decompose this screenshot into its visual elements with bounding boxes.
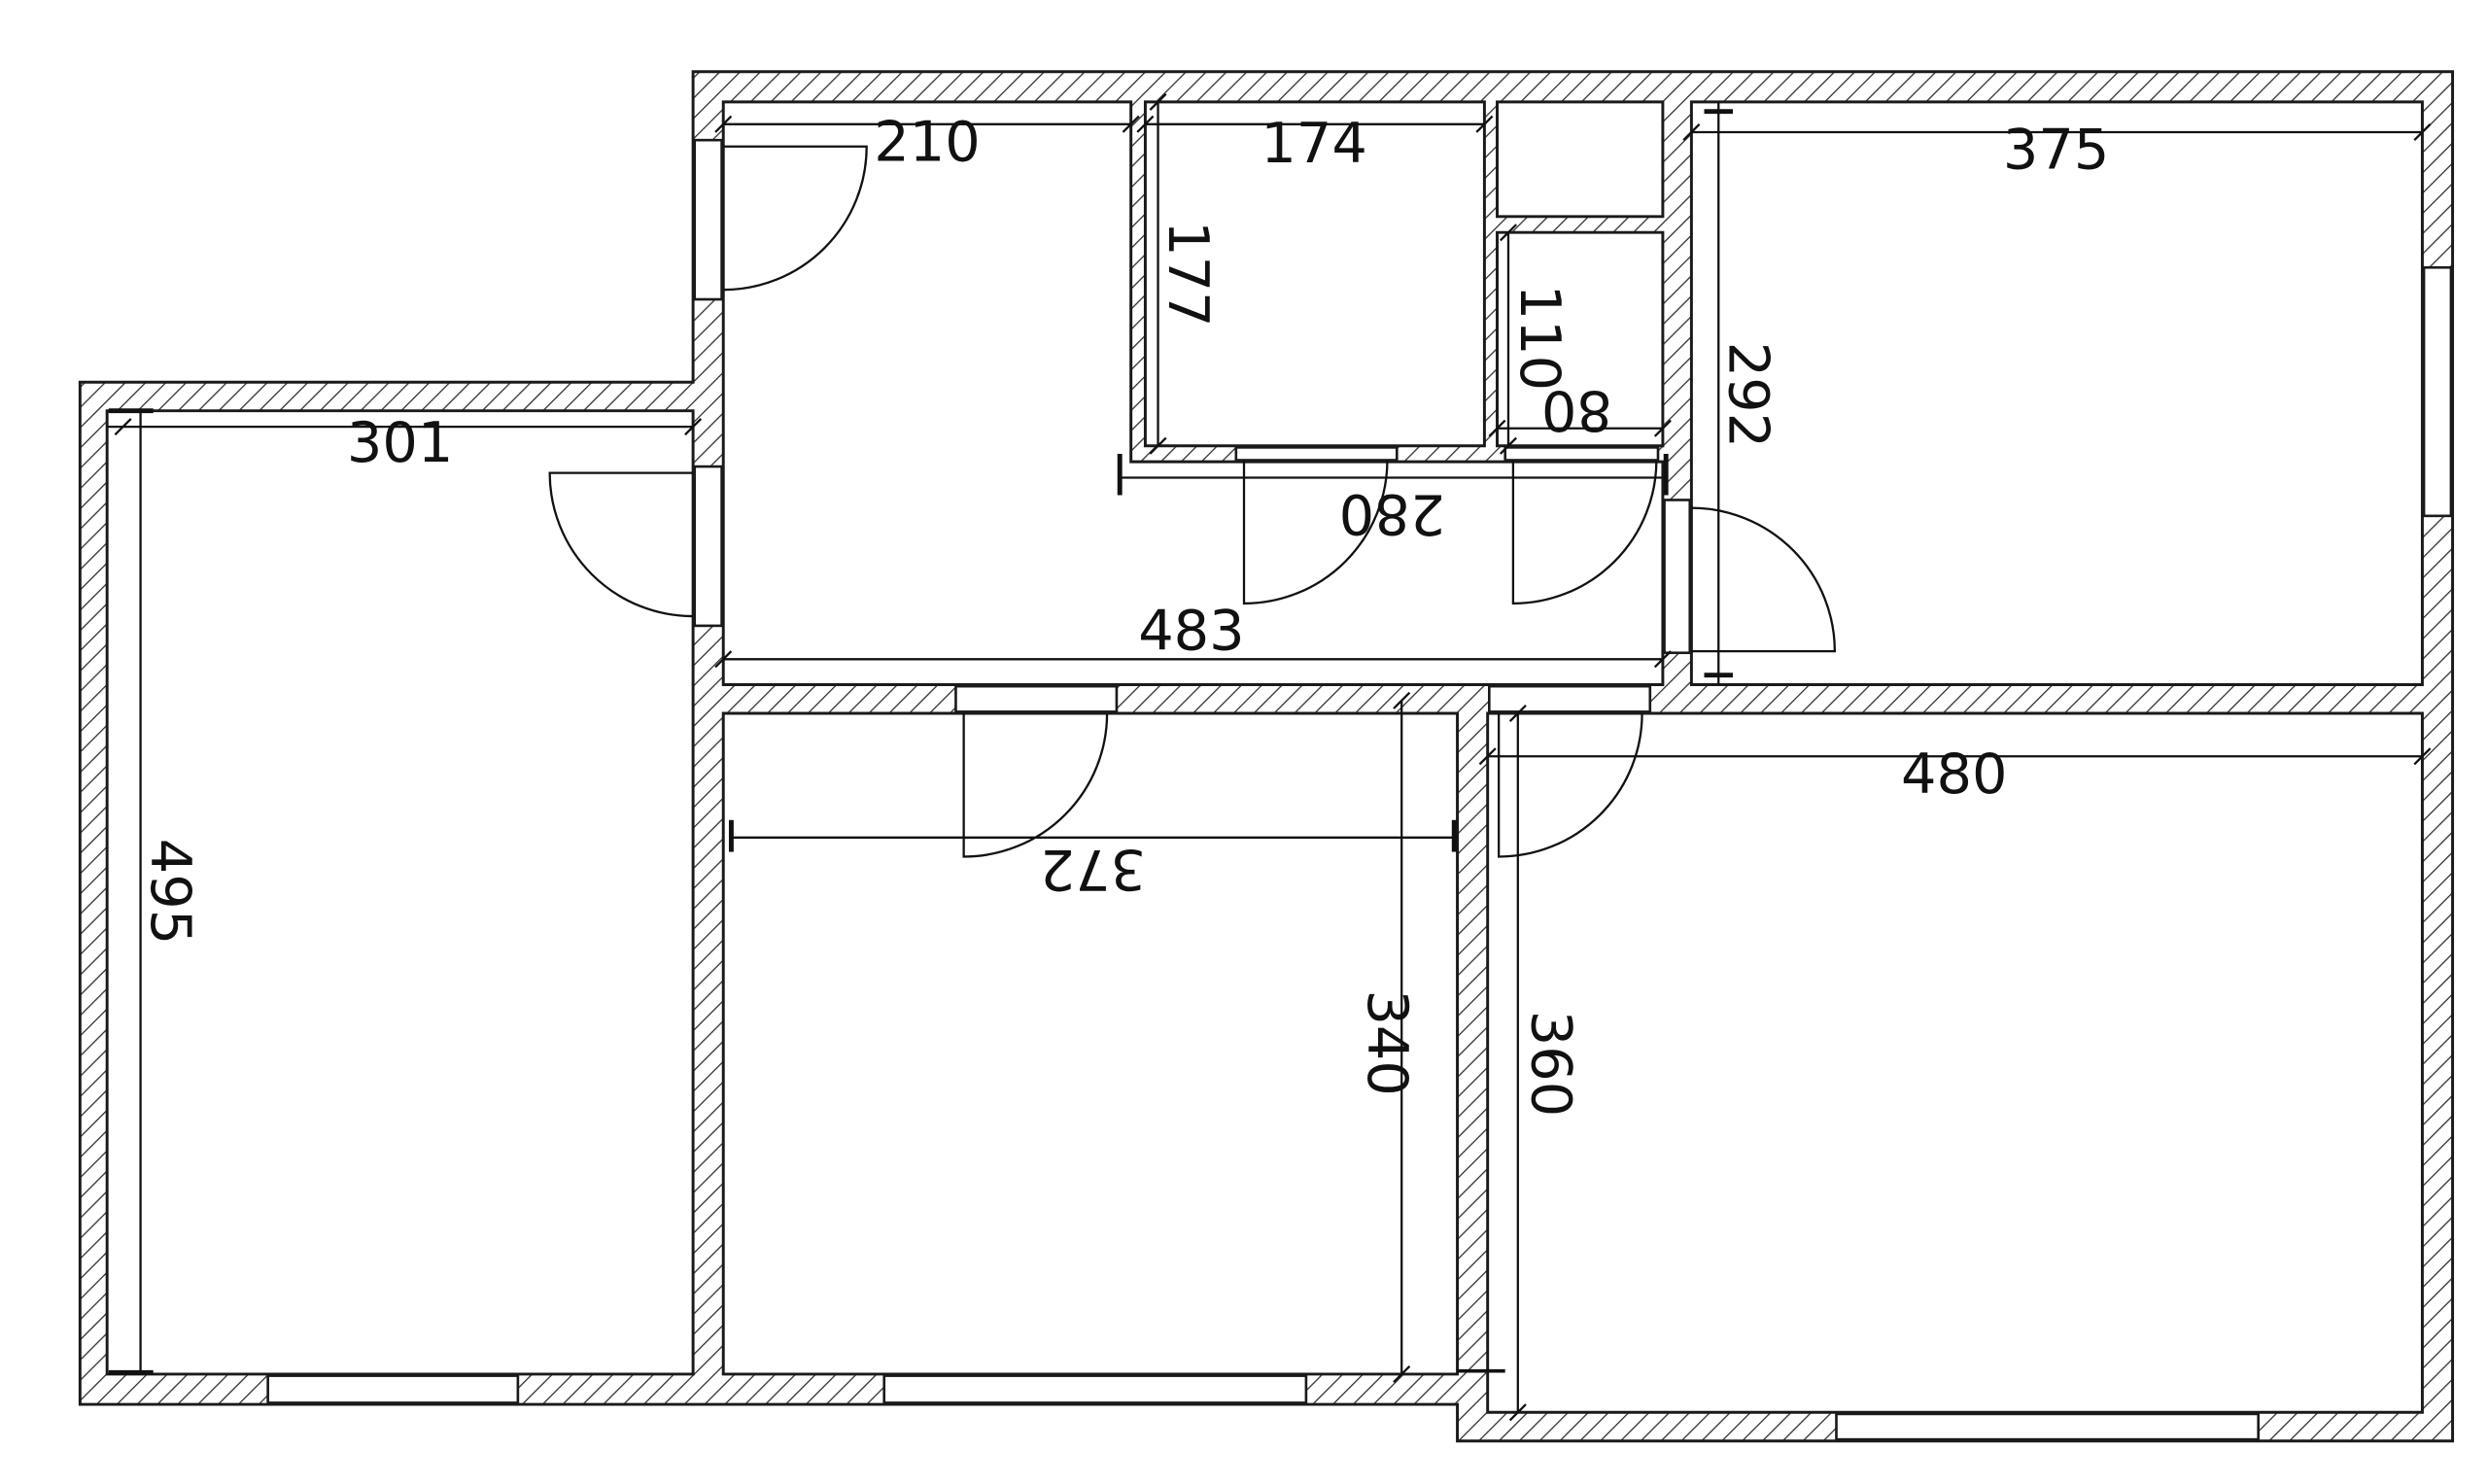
door-gap-closet	[1503, 446, 1660, 462]
door-closet	[1511, 460, 1658, 605]
dim-wc-width: 174	[1261, 111, 1366, 176]
dim-room-bottom-mid-height: 340	[1355, 989, 1420, 1095]
dim-hall-top-width: 210	[874, 109, 980, 174]
door-wc	[1242, 460, 1389, 605]
door-left-room	[548, 471, 694, 618]
dim-closet-width: 80	[1541, 378, 1612, 443]
window-bottom-mid	[882, 1374, 1308, 1404]
window-bottom-left	[266, 1374, 520, 1404]
door-gap-bottom-right	[1488, 684, 1652, 713]
door-openings	[693, 446, 1692, 713]
dim-room-top-right-height: 292	[1716, 342, 1781, 448]
dim-room-top-left-height: 495	[138, 839, 203, 945]
dim-hall-width: 483	[1138, 598, 1244, 663]
dim-room-bottom-right-width: 480	[1901, 742, 2007, 807]
window-bottom-right	[1835, 1412, 2260, 1441]
dim-corridor-width: 280	[1339, 482, 1445, 547]
door-hall-top	[723, 145, 868, 292]
door-gap-left-room	[693, 465, 723, 628]
door-gap-wc	[1234, 446, 1399, 462]
dimension-lines	[107, 92, 2432, 1422]
dim-wc-height: 177	[1156, 221, 1221, 327]
door-top-right-room	[1691, 506, 1836, 653]
exterior-walls	[78, 70, 2455, 1443]
window-right	[2422, 265, 2453, 518]
doors	[548, 145, 1836, 858]
door-bottom-right-room	[1497, 713, 1643, 858]
window-top-left	[693, 138, 723, 301]
door-gap-top-right	[1663, 499, 1692, 655]
door-bottom-mid-room	[962, 713, 1109, 858]
dim-room-bottom-mid-width: 372	[1040, 837, 1146, 902]
windows	[266, 138, 2453, 1441]
dim-closet-height: 110	[1507, 285, 1572, 391]
dim-room-top-left-width: 301	[347, 410, 453, 475]
dim-room-top-right-width: 375	[2003, 118, 2109, 183]
dim-room-bottom-right-height: 360	[1519, 1011, 1584, 1117]
door-gap-bottom-mid	[954, 684, 1119, 713]
